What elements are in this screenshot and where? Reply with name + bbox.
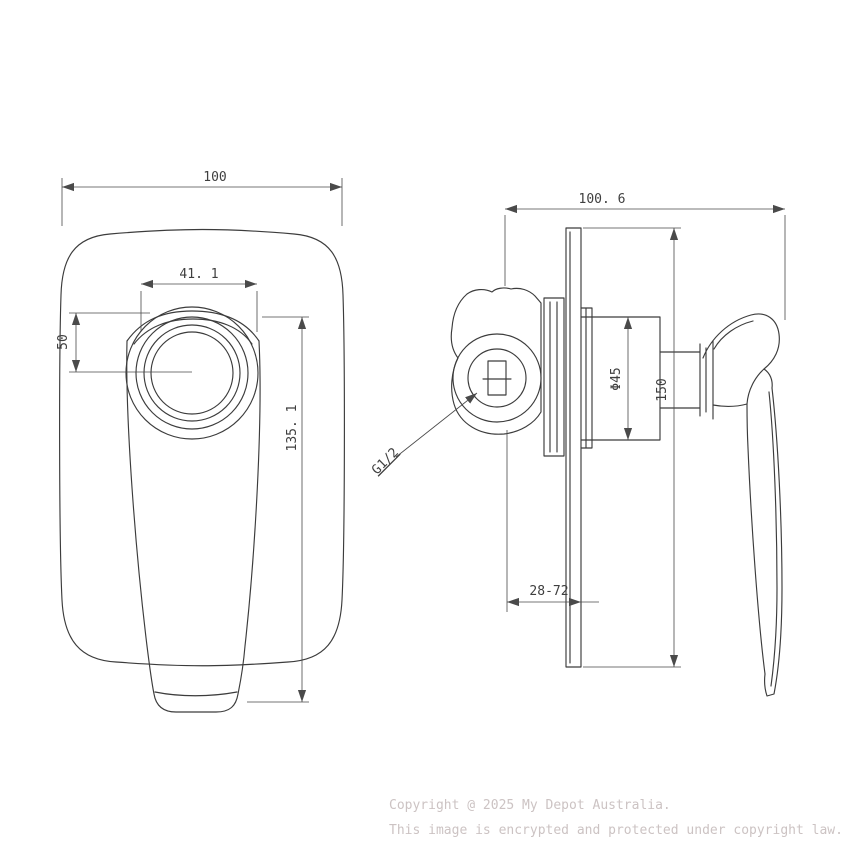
copyright-watermark: Copyright @ 2025 My Depot Australia. Thi… [389, 798, 843, 838]
dim-handle-width: 41. 1 [140, 267, 258, 332]
dim-label-plate-height: 150 [655, 378, 670, 401]
watermark-line1: Copyright @ 2025 My Depot Australia. [389, 798, 671, 813]
dim-depth-range: 28-72 [506, 430, 599, 612]
wall-plate-edge [565, 227, 582, 668]
thread-label: G1/2 [369, 445, 402, 478]
adjustable-sleeve [543, 297, 565, 457]
front-view-dimensions: 100 41. 1 50 135. 1 [56, 170, 343, 703]
dim-label-front-width: 100 [203, 170, 226, 185]
mounting-flange [580, 307, 593, 449]
watermark-line2: This image is encrypted and protected un… [389, 823, 843, 838]
dim-overall-depth: 100. 6 [504, 192, 786, 320]
front-view [59, 228, 345, 713]
side-view-dimensions: 100. 6 Φ45 150 28-72 G1/2 [369, 192, 786, 668]
dim-handle-length: 135. 1 [247, 316, 309, 703]
dim-center-offset: 50 [56, 312, 192, 373]
lever-handle [126, 340, 261, 713]
dim-label-depth-range: 28-72 [529, 584, 568, 599]
side-view [450, 227, 783, 697]
handle-cap [126, 310, 260, 345]
valve-body [450, 287, 542, 435]
cartridge-cylinder [580, 316, 714, 441]
dim-front-width: 100 [61, 170, 343, 226]
dim-trim-diameter: Φ45 [609, 317, 633, 440]
dim-plate-height: 150 [583, 227, 681, 668]
thread-callout: G1/2 [369, 392, 478, 478]
dim-label-overall-depth: 100. 6 [579, 192, 626, 207]
dim-label-trim-diameter: Φ45 [609, 367, 624, 390]
dial-circles [125, 306, 259, 440]
wall-plate-outline [59, 228, 345, 667]
dim-label-center-offset: 50 [56, 334, 71, 350]
side-lever-handle [702, 313, 783, 697]
dim-label-handle-width: 41. 1 [179, 267, 218, 282]
dim-label-handle-length: 135. 1 [285, 405, 300, 452]
